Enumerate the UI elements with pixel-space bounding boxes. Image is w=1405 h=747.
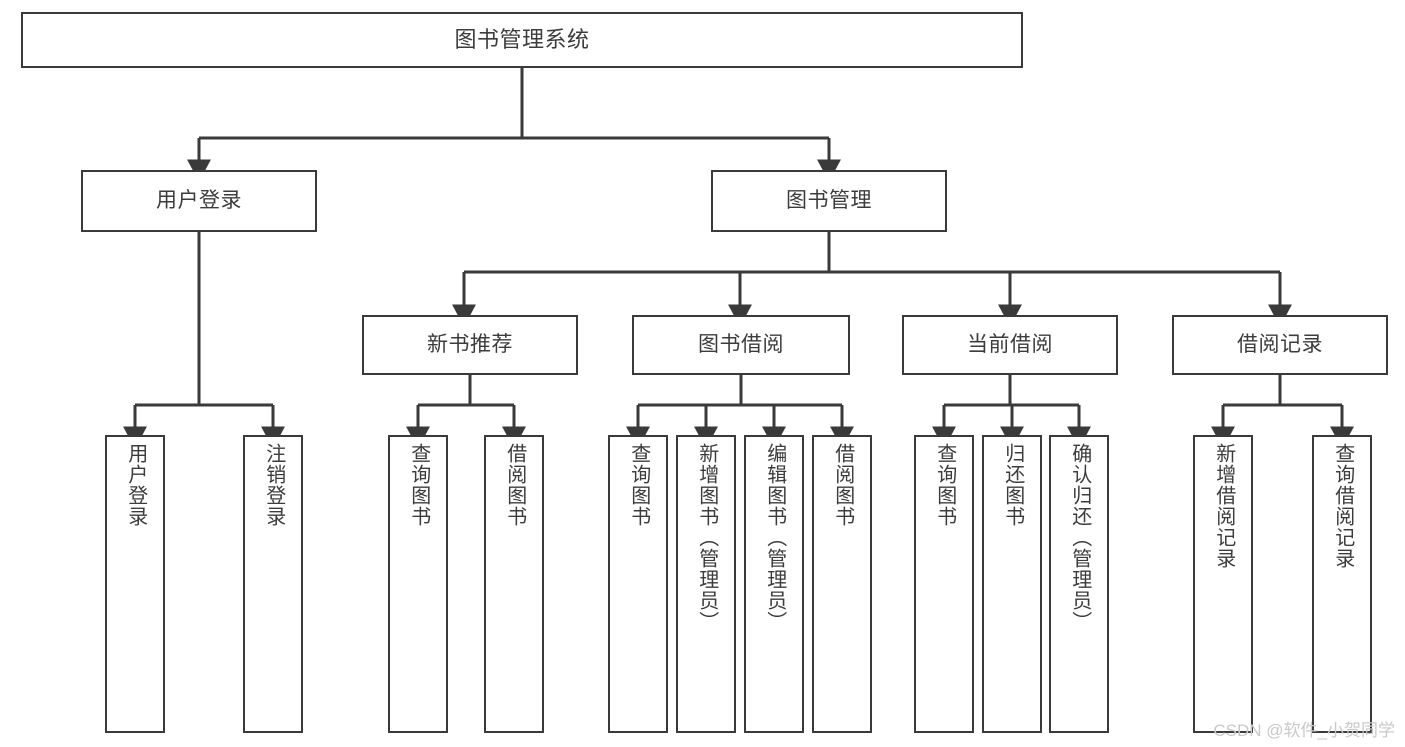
node-leaf-borrow-book-2[interactable]: 借阅图书 (812, 435, 872, 733)
node-label: 图书借阅 (698, 333, 784, 357)
node-leaf-borrow-book-1[interactable]: 借阅图书 (484, 435, 544, 733)
node-user-login[interactable]: 用户登录 (81, 170, 317, 232)
node-book-borrow[interactable]: 图书借阅 (632, 315, 850, 375)
node-borrow-record[interactable]: 借阅记录 (1172, 315, 1388, 375)
node-leaf-return-book[interactable]: 归还图书 (982, 435, 1042, 733)
node-label: 归还图书 (1001, 443, 1024, 527)
node-label: 确认归还（管理员） (1068, 443, 1091, 632)
node-label: 用户登录 (124, 443, 147, 527)
node-label: 查询图书 (933, 443, 956, 527)
node-leaf-query-book-2[interactable]: 查询图书 (608, 435, 668, 733)
node-label: 借阅图书 (503, 443, 526, 527)
node-leaf-edit-book[interactable]: 编辑图书（管理员） (744, 435, 804, 733)
node-leaf-confirm-return[interactable]: 确认归还（管理员） (1049, 435, 1109, 733)
node-leaf-query-book-3[interactable]: 查询图书 (914, 435, 974, 733)
node-book-manage[interactable]: 图书管理 (711, 170, 947, 232)
node-label: 新增图书（管理员） (695, 443, 718, 632)
node-root-system[interactable]: 图书管理系统 (21, 12, 1023, 68)
node-label: 图书管理系统 (454, 26, 590, 52)
node-label: 借阅记录 (1237, 333, 1323, 357)
node-leaf-add-book[interactable]: 新增图书（管理员） (676, 435, 736, 733)
node-label: 查询图书 (407, 443, 430, 527)
node-current-borrow[interactable]: 当前借阅 (902, 315, 1118, 375)
node-leaf-query-book-1[interactable]: 查询图书 (388, 435, 448, 733)
node-label: 查询图书 (627, 443, 650, 527)
node-new-book-rec[interactable]: 新书推荐 (362, 315, 578, 375)
node-label: 查询借阅记录 (1331, 443, 1354, 569)
node-label: 用户登录 (156, 189, 242, 213)
node-leaf-user-logout[interactable]: 注销登录 (243, 435, 303, 733)
node-label: 新书推荐 (427, 333, 513, 357)
node-leaf-query-record[interactable]: 查询借阅记录 (1312, 435, 1372, 733)
node-leaf-add-record[interactable]: 新增借阅记录 (1193, 435, 1253, 733)
node-label: 图书管理 (786, 189, 872, 213)
node-label: 编辑图书（管理员） (763, 443, 786, 632)
node-leaf-user-login[interactable]: 用户登录 (105, 435, 165, 733)
watermark: CSDN @软件_小贺同学 (1213, 721, 1395, 740)
node-label: 当前借阅 (967, 333, 1053, 357)
node-label: 新增借阅记录 (1212, 443, 1235, 569)
node-label: 注销登录 (262, 443, 285, 527)
node-label: 借阅图书 (831, 443, 854, 527)
